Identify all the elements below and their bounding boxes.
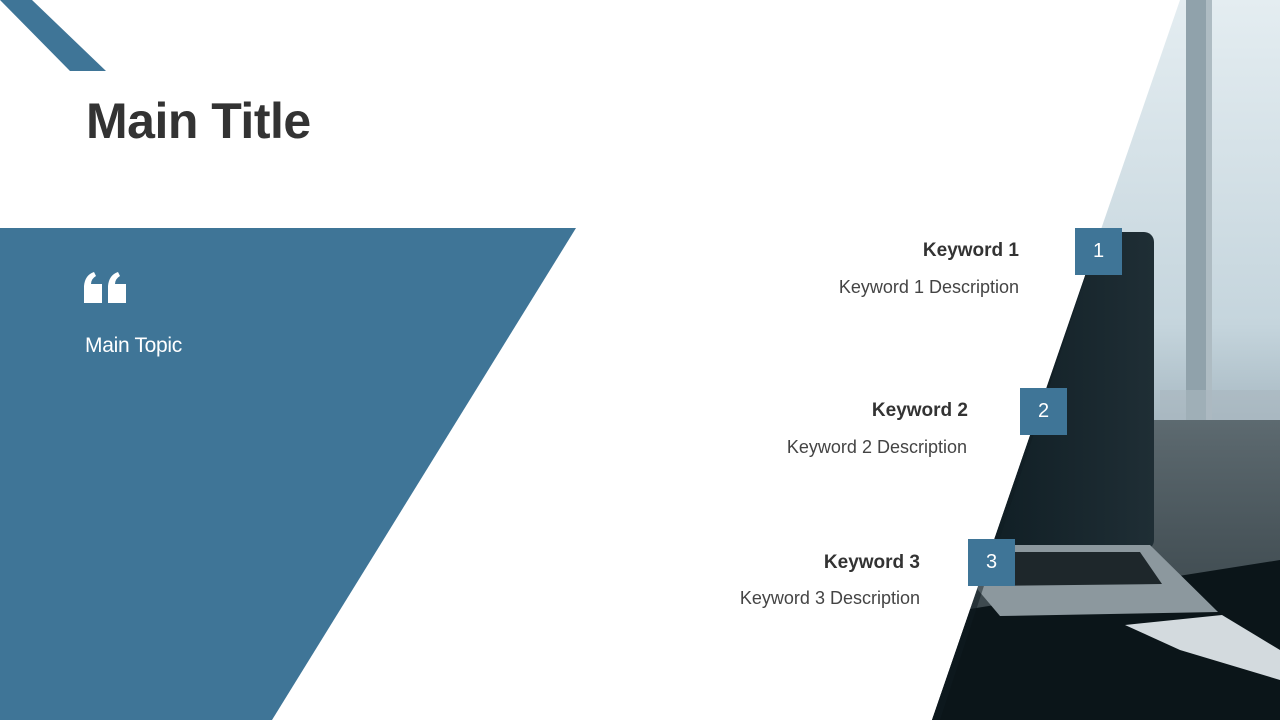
keyword-2-number-badge: 2 <box>1020 388 1067 435</box>
keyword-1-number-badge: 1 <box>1075 228 1122 275</box>
keyword-3-number-badge: 3 <box>968 539 1015 586</box>
page-title: Main Title <box>86 93 311 149</box>
keyword-1-title: Keyword 1 <box>922 240 1019 261</box>
topic-panel <box>0 228 576 720</box>
keyword-1-description: Keyword 1 Description <box>838 277 1019 297</box>
keyword-2-title: Keyword 2 <box>871 400 968 421</box>
corner-accent-stripe <box>0 0 106 71</box>
quote-mark-icon <box>84 272 126 303</box>
keyword-2-description: Keyword 2 Description <box>786 437 967 457</box>
keyword-3-title: Keyword 3 <box>823 552 920 573</box>
keyword-3-description: Keyword 3 Description <box>739 588 920 608</box>
main-topic: Main Topic <box>85 334 182 357</box>
office-photo <box>932 0 1280 720</box>
